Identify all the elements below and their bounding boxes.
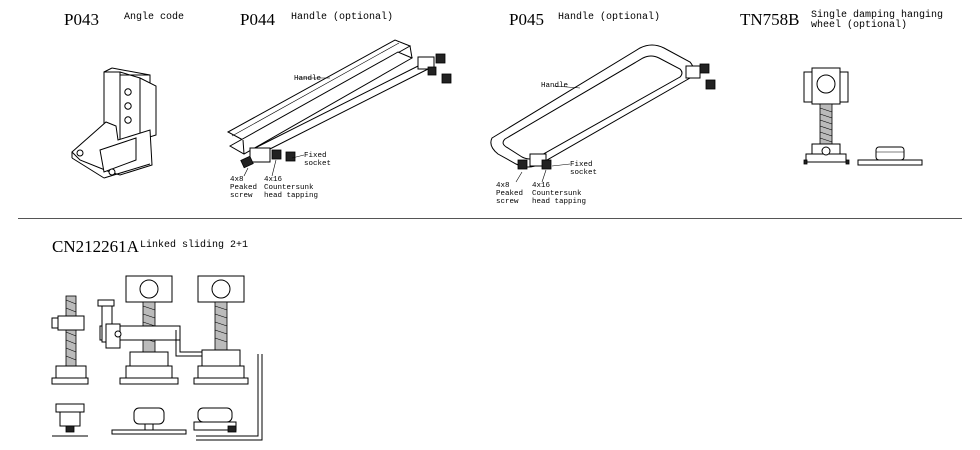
part-code-tn758b: TN758B xyxy=(740,10,800,29)
part-desc-tn758b: Single damping hanging wheel (optional) xyxy=(811,10,944,31)
p044-handle-callout: Handle xyxy=(294,75,322,83)
part-code-p045: P045 xyxy=(509,10,544,29)
part-desc-p043: Angle code xyxy=(124,12,185,23)
p044-fixed-socket-callout: Fixed socket xyxy=(304,152,332,168)
part-desc-p045: Handle (optional) xyxy=(558,12,661,23)
angle-code-drawing xyxy=(71,67,157,179)
handle-p045-drawing xyxy=(490,44,716,183)
p045-fixed-socket-callout: Fixed socket xyxy=(570,161,598,177)
damping-wheel-drawing xyxy=(803,67,923,166)
part-code-p043: P043 xyxy=(64,10,99,29)
p045-countersunk-callout: 4x16 Countersunk head tapping xyxy=(532,182,587,206)
linked-sliding-drawing xyxy=(51,275,263,441)
handle-p044-drawing xyxy=(226,39,452,177)
part-code-p044: P044 xyxy=(240,10,275,29)
part-desc-cn212261a: Linked sliding 2+1 xyxy=(140,240,249,251)
part-desc-p044: Handle (optional) xyxy=(291,12,394,23)
p044-countersunk-callout: 4x16 Countersunk head tapping xyxy=(264,176,319,200)
part-code-cn212261a: CN212261A xyxy=(52,237,139,256)
p044-peaked-screw-callout: 4x8 Peaked screw xyxy=(230,176,258,200)
section-divider xyxy=(18,218,962,219)
p045-peaked-screw-callout: 4x8 Peaked screw xyxy=(496,182,524,206)
